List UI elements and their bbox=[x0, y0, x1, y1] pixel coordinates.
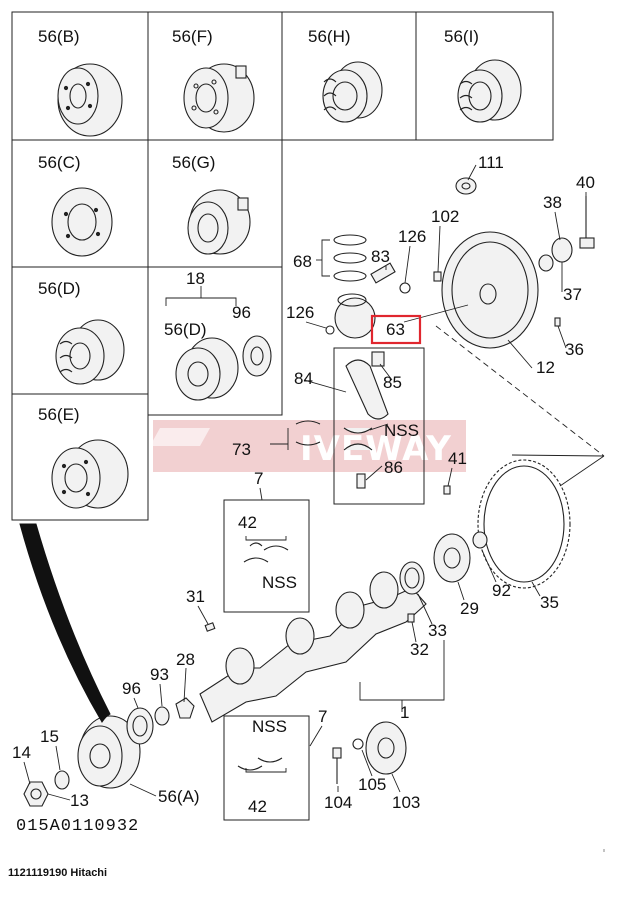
bearing-box-lower bbox=[223, 715, 310, 821]
label-83: 83 bbox=[371, 247, 390, 266]
flywheel-group-drawing bbox=[403, 177, 595, 349]
label-103: 103 bbox=[392, 793, 420, 812]
footer-text: 1121119190 Hitachi bbox=[8, 867, 107, 879]
label-nss-lower: NSS bbox=[252, 717, 287, 736]
label-18-96: 96 bbox=[232, 303, 251, 322]
part-labels: 111 40 38 102 126 68 83 37 126 63 12 36 … bbox=[12, 153, 595, 816]
label-84: 84 bbox=[294, 369, 313, 388]
crankshaft-drawing bbox=[199, 571, 445, 723]
label-nss-rod: NSS bbox=[384, 421, 419, 440]
drawing-code: 015A0110932 bbox=[16, 817, 139, 836]
label-93: 93 bbox=[150, 665, 169, 684]
label-7-lower: 7 bbox=[318, 707, 327, 726]
label-126-lower: 126 bbox=[286, 303, 314, 322]
label-56h: 56(H) bbox=[308, 27, 351, 46]
label-7-upper: 7 bbox=[254, 469, 263, 488]
label-32: 32 bbox=[410, 640, 429, 659]
label-29: 29 bbox=[460, 599, 479, 618]
pulley-56c-drawing bbox=[51, 187, 113, 257]
label-111: 111 bbox=[478, 153, 504, 172]
connecting-rod-box bbox=[270, 347, 425, 505]
kit-18-drawing bbox=[165, 286, 272, 401]
pulley-56d-drawing bbox=[55, 319, 125, 385]
label-56i: 56(I) bbox=[444, 27, 479, 46]
label-104: 104 bbox=[324, 793, 352, 812]
label-56g: 56(G) bbox=[172, 153, 215, 172]
retainer-group bbox=[332, 721, 407, 784]
label-33: 33 bbox=[428, 621, 447, 640]
label-102: 102 bbox=[431, 207, 459, 226]
piston-group-drawing bbox=[316, 234, 411, 339]
label-126-upper: 126 bbox=[398, 227, 426, 246]
panel-labels: 56(B) 56(F) 56(H) 56(I) 56(C) 56(G) 56(D… bbox=[38, 27, 479, 424]
highlight-63 bbox=[370, 314, 422, 345]
timing-gear-group bbox=[399, 485, 488, 623]
bearing-box-upper bbox=[223, 499, 310, 613]
watermark: IVEWAY bbox=[150, 420, 466, 472]
label-92: 92 bbox=[492, 581, 511, 600]
label-56a: 56(A) bbox=[158, 787, 200, 806]
label-73: 73 bbox=[232, 440, 251, 459]
label-68: 68 bbox=[293, 252, 312, 271]
label-13: 13 bbox=[70, 791, 89, 810]
label-38: 38 bbox=[543, 193, 562, 212]
label-nss-upper: NSS bbox=[262, 573, 297, 592]
label-41: 41 bbox=[448, 449, 467, 468]
ring-gear-35-drawing bbox=[435, 325, 605, 589]
leader-lines bbox=[23, 164, 587, 797]
pulley-56h-drawing bbox=[322, 61, 383, 123]
front-pulley-group bbox=[23, 622, 216, 807]
label-42-lower: 42 bbox=[248, 797, 267, 816]
label-15: 15 bbox=[40, 727, 59, 746]
label-14: 14 bbox=[12, 743, 31, 762]
watermark-text: IVEWAY bbox=[300, 429, 452, 469]
label-56f: 56(F) bbox=[172, 27, 213, 46]
label-36: 36 bbox=[565, 340, 584, 359]
pulley-56b-drawing bbox=[57, 63, 123, 137]
label-40: 40 bbox=[576, 173, 595, 192]
label-31: 31 bbox=[186, 587, 205, 606]
pulley-variant-grid bbox=[11, 11, 554, 521]
pulley-56i-drawing bbox=[457, 59, 522, 123]
label-96: 96 bbox=[122, 679, 141, 698]
label-56c: 56(C) bbox=[38, 153, 81, 172]
label-1: 1 bbox=[400, 703, 409, 722]
pulley-56e-drawing bbox=[51, 439, 129, 509]
label-28: 28 bbox=[176, 650, 195, 669]
pulley-56f-drawing bbox=[183, 63, 255, 133]
label-56e: 56(E) bbox=[38, 405, 80, 424]
label-18: 18 bbox=[186, 269, 205, 288]
label-18-56d: 56(D) bbox=[164, 320, 207, 339]
label-37: 37 bbox=[563, 285, 582, 304]
label-12: 12 bbox=[536, 358, 555, 377]
label-63: 63 bbox=[386, 320, 405, 339]
belt-curve bbox=[19, 523, 111, 723]
label-86: 86 bbox=[384, 458, 403, 477]
label-42-upper: 42 bbox=[238, 513, 257, 532]
pulley-56g-drawing bbox=[187, 189, 251, 255]
label-35: 35 bbox=[540, 593, 559, 612]
label-56d: 56(D) bbox=[38, 279, 81, 298]
label-85: 85 bbox=[383, 373, 402, 392]
label-105: 105 bbox=[358, 775, 386, 794]
label-56b: 56(B) bbox=[38, 27, 80, 46]
